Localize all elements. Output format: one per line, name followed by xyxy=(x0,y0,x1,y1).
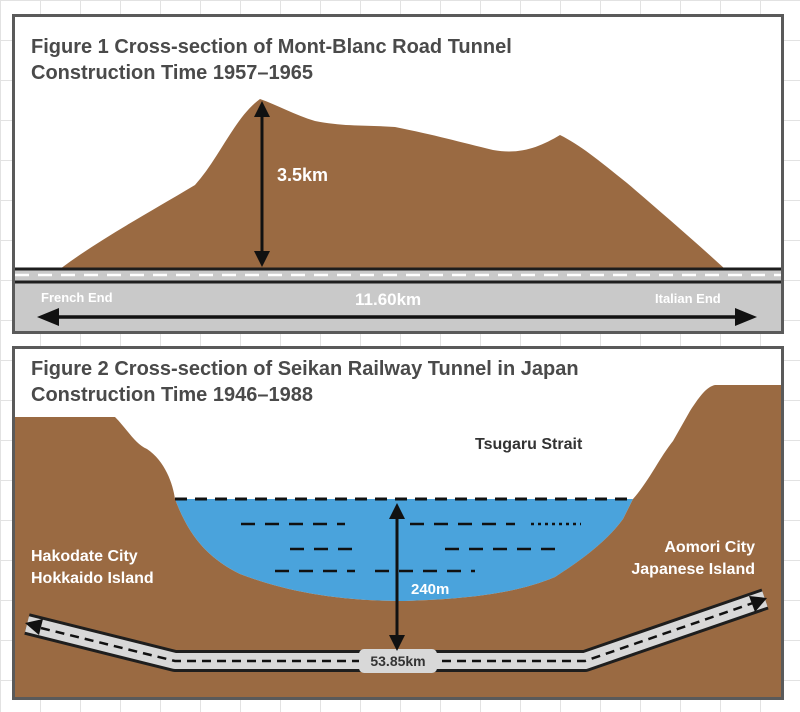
road-strip xyxy=(15,269,781,331)
french-end-label: French End xyxy=(41,290,113,305)
mont-blanc-diagram: 3.5km French End Italian End 11.60km xyxy=(15,99,781,331)
depth-label: 240m xyxy=(411,581,449,598)
water-wave-dashes xyxy=(241,522,581,573)
aomori-label-line-1: Aomori City xyxy=(664,539,755,556)
length-label: 11.60km xyxy=(355,290,421,309)
mont-blanc-mountain xyxy=(60,99,725,269)
figure-1-title-line-2: Construction Time 1957–1965 xyxy=(31,62,313,84)
figure-1-title-line-1: Figure 1 Cross-section of Mont-Blanc Roa… xyxy=(31,36,512,58)
aomori-label-line-2: Japanese Island xyxy=(631,561,755,578)
figure-2-title-line-1: Figure 2 Cross-section of Seikan Railway… xyxy=(31,358,579,380)
tunnel-left-arrowhead xyxy=(25,619,43,635)
figure-2-title: Figure 2 Cross-section of Seikan Railway… xyxy=(31,356,579,408)
length-arrow xyxy=(37,308,757,326)
tunnel-center-dashes xyxy=(40,601,754,663)
hakodate-label-line-1: Hakodate City xyxy=(31,548,138,565)
figure-1-title: Figure 1 Cross-section of Mont-Blanc Roa… xyxy=(31,34,512,86)
tunnel-length-box xyxy=(359,649,437,673)
figure-2-panel: 53.85km 240m Tsugaru Strait Hakodate Cit… xyxy=(12,346,784,700)
figure-2-title-line-2: Construction Time 1946–1988 xyxy=(31,384,313,406)
hakodate-label-line-2: Hokkaido Island xyxy=(31,570,154,587)
tunnel-right-arrowhead xyxy=(749,596,767,612)
italian-end-label: Italian End xyxy=(655,291,721,306)
height-label: 3.5km xyxy=(277,165,328,185)
tunnel-length-label: 53.85km xyxy=(370,653,425,669)
seikan-diagram: 53.85km 240m Tsugaru Strait Hakodate Cit… xyxy=(15,385,781,697)
seabed-earth xyxy=(15,385,781,697)
figure-1-panel: 3.5km French End Italian End 11.60km Fig… xyxy=(12,14,784,334)
depth-arrow xyxy=(389,503,405,651)
height-arrow xyxy=(254,101,270,267)
strait-label: Tsugaru Strait xyxy=(475,436,583,453)
